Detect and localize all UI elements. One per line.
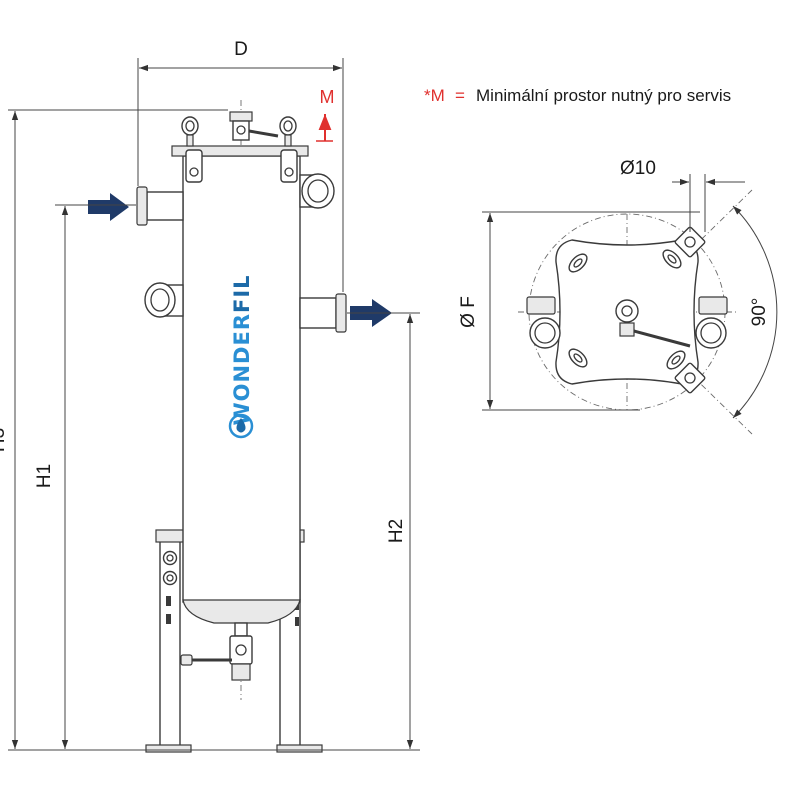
left-leg-bolt xyxy=(166,574,174,582)
left-leg xyxy=(145,529,192,753)
left-eye-bolt xyxy=(181,116,199,147)
inlet-nozzle xyxy=(136,186,184,226)
right-eye-bolt xyxy=(279,116,297,147)
left-leg-bracket xyxy=(155,529,185,543)
wonderfil-logo: WONDERFIL xyxy=(228,274,254,439)
right-foot-plate xyxy=(276,744,323,753)
top-view: Ø F Ø10 90° xyxy=(458,158,778,435)
top-lid-lug xyxy=(662,249,682,269)
lid-flange xyxy=(171,145,309,157)
droplet-circle-icon xyxy=(228,413,254,439)
top-vent-valve-plan xyxy=(615,299,691,348)
left-leg-bolt-hole xyxy=(162,570,178,586)
service-marker-label: M xyxy=(320,87,335,107)
left-leg-bolt xyxy=(166,554,174,562)
logo-text-part1: WONDER xyxy=(230,313,254,426)
right-lid-clamp xyxy=(280,149,298,183)
left-leg-bolt-hole xyxy=(162,550,178,566)
right-clamp-bolt xyxy=(284,167,294,177)
side-view: WONDERFIL M D H3 H1 H2 xyxy=(0,39,420,753)
top-lid-lug xyxy=(666,350,686,370)
outlet-nozzle xyxy=(299,293,347,333)
left-leg-slot xyxy=(166,596,171,606)
note-text: Minimální prostor nutný pro servis xyxy=(476,86,731,105)
h2-dimension-label: H2 xyxy=(386,519,407,543)
top-hinge-lower xyxy=(674,362,706,394)
inlet-flow-arrow xyxy=(88,193,129,221)
angle-dimension-label: 90° xyxy=(749,298,770,327)
top-lid-lug xyxy=(568,253,588,273)
right-side-port xyxy=(299,173,335,209)
phi10-dimension-label: Ø10 xyxy=(620,158,656,179)
right-leg-slot xyxy=(295,617,299,626)
note-equals: = xyxy=(455,86,465,105)
h3-dimension-label: H3 xyxy=(0,428,9,452)
top-hinge-upper xyxy=(674,226,706,258)
top-inlet-nozzle xyxy=(526,296,561,349)
top-vent-valve xyxy=(229,111,279,141)
top-lid-lug xyxy=(568,348,588,368)
logo-text-part2: FIL xyxy=(230,274,254,313)
vessel-body xyxy=(182,155,301,603)
left-lid-clamp xyxy=(185,149,203,183)
left-side-port xyxy=(144,282,184,318)
top-outlet-nozzle xyxy=(695,296,728,349)
left-leg-slot xyxy=(166,614,171,624)
h1-dimension-label: H1 xyxy=(34,464,55,488)
left-clamp-bolt xyxy=(189,167,199,177)
phi-f-dimension-label: Ø F xyxy=(458,296,479,328)
bottom-drain-valve xyxy=(180,622,253,681)
d-dimension-label: D xyxy=(234,39,248,60)
logo-text: WONDERFIL xyxy=(230,274,254,425)
service-note: *M = Minimální prostor nutný pro servis xyxy=(424,86,731,105)
angle-dimension-arc xyxy=(732,205,778,419)
left-foot-plate xyxy=(145,744,192,753)
note-key: *M xyxy=(424,86,445,105)
service-space-marker: M xyxy=(316,87,335,142)
vessel-bottom-cone xyxy=(182,599,301,624)
